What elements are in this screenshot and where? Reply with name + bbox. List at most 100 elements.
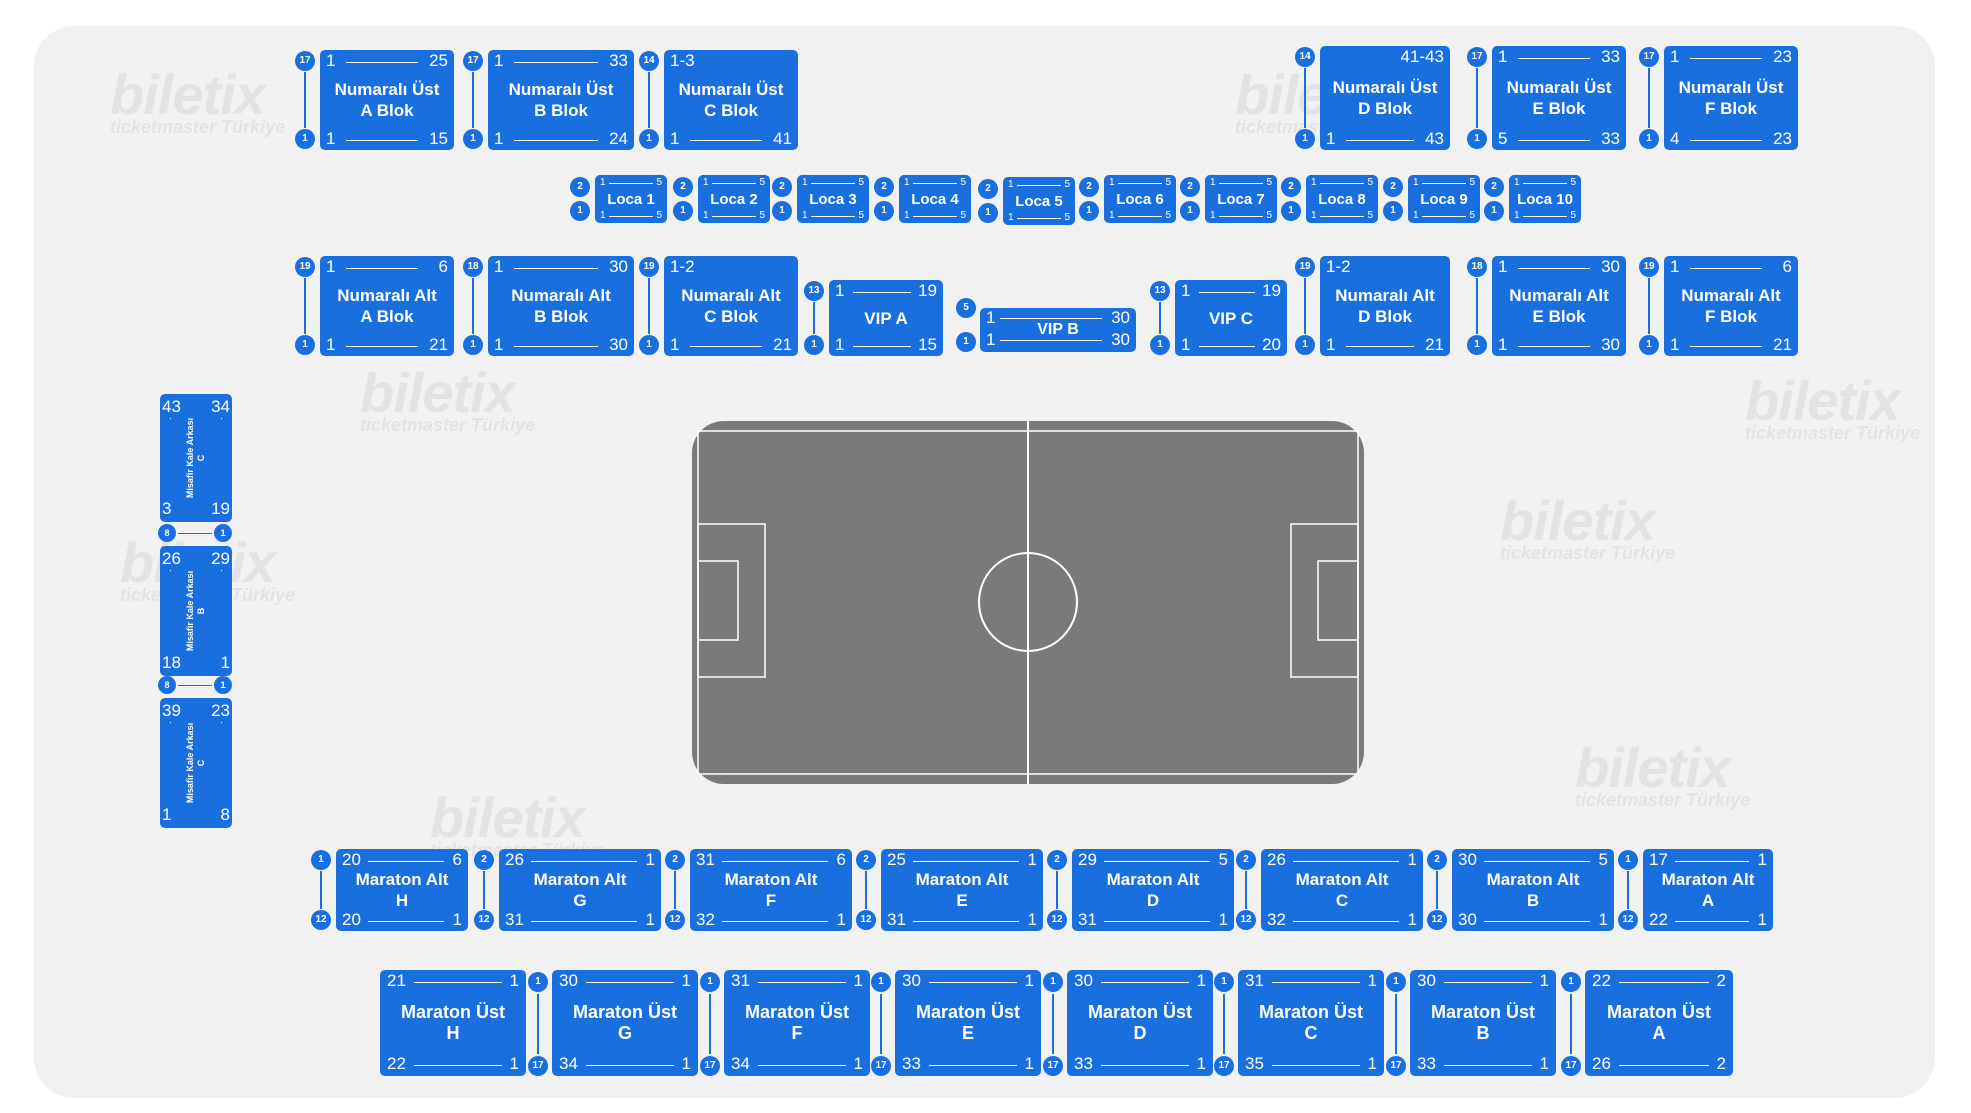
row-start-label: 1 (1514, 210, 1520, 221)
row-count-badge: 2 (665, 850, 685, 870)
section-name: VIP A (864, 309, 908, 328)
row-connector (648, 72, 650, 128)
row-start-label: 33 (1417, 1054, 1436, 1073)
row-line (1518, 346, 1590, 347)
row-count-badge: 1 (1484, 201, 1504, 221)
row-line (690, 346, 762, 347)
row-start-label: 1 (494, 257, 504, 276)
row-line (1017, 218, 1061, 219)
row-end-label: 30 (1601, 257, 1620, 276)
row-start-label: 22 (1649, 910, 1668, 929)
row-start-label: 31 (1245, 971, 1264, 990)
row-start-label: 32 (1267, 910, 1286, 929)
row-start-label: 1 (1210, 210, 1216, 221)
row-connector (709, 994, 711, 1054)
loca-name: Loca 10 (1517, 191, 1573, 208)
row-end-label: 20 (1262, 335, 1281, 354)
row-end-label: 5 (759, 177, 765, 188)
row-line (1101, 982, 1189, 983)
row-end-label: 23 (1773, 129, 1792, 148)
row-connector (304, 278, 306, 334)
row-start-label: 1 (326, 335, 336, 354)
row-start-label: 1 (835, 335, 845, 354)
row-end-label: 6 (1782, 257, 1792, 276)
row-end-label: 21 (773, 335, 792, 354)
row-count-badge: 1 (1383, 201, 1403, 221)
row-start-label: 30 (1417, 971, 1436, 990)
row-count-badge: 1 (1281, 201, 1301, 221)
row-end-label: 5 (858, 210, 864, 221)
row-line (514, 268, 598, 269)
row-count-badge: 17 (1561, 1056, 1581, 1076)
section-name: Maraton Alt G (533, 870, 627, 910)
row-connector (648, 278, 650, 334)
row-count-badge: 1 (1214, 972, 1234, 992)
section-name: Numaralı Alt A Blok (337, 286, 437, 326)
row-line (368, 921, 444, 922)
row-end-label: 6 (438, 257, 448, 276)
section-name: Numaralı Üst F Blok (1678, 78, 1784, 118)
row-count-badge: 12 (311, 910, 331, 930)
row-line (609, 183, 653, 184)
row-count-badge: 2 (1383, 177, 1403, 197)
row-count-badge: 18 (1467, 257, 1487, 277)
row-connector (1304, 278, 1306, 334)
row-end-label: 1 (986, 330, 996, 349)
row-connector (320, 871, 322, 909)
row-start-label: 1 (670, 129, 680, 148)
row-line (758, 982, 846, 983)
row-start-label: 17 (1649, 850, 1668, 869)
row-end-label: 21 (1425, 335, 1444, 354)
row-count-badge: 2 (874, 177, 894, 197)
row-connector (674, 871, 676, 909)
row-start-label: 1 (1008, 212, 1014, 223)
row-line (1675, 921, 1749, 922)
section-name: Maraton Alt E (915, 870, 1009, 910)
